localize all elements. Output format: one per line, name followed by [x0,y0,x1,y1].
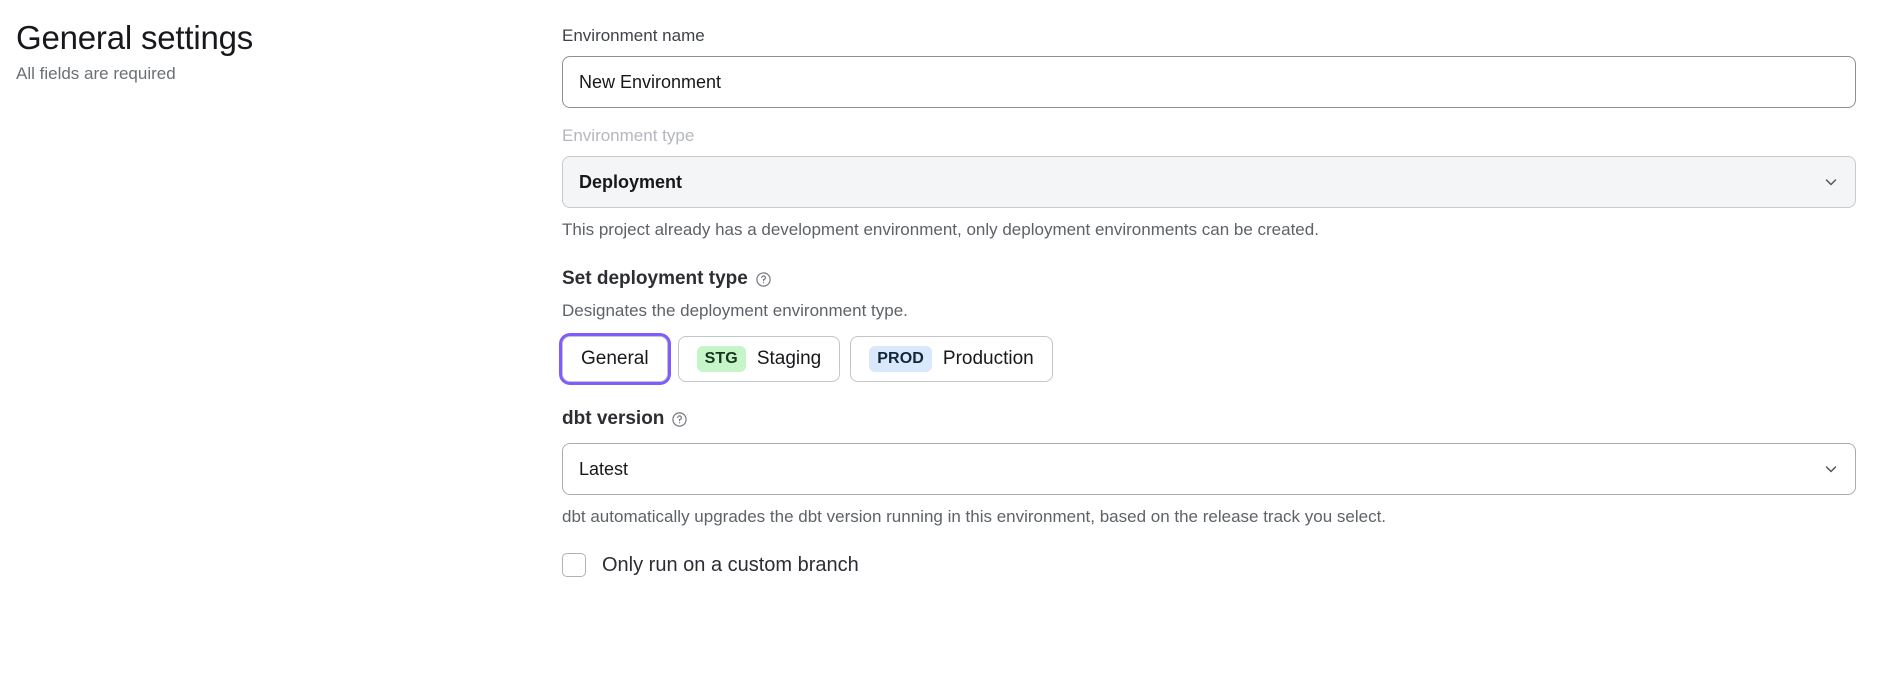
chevron-down-icon [1823,461,1839,477]
staging-badge: STG [696,346,746,372]
deployment-type-heading: Set deployment type [562,266,1856,292]
environment-type-field-group: Environment type Deployment This project… [562,124,1856,242]
environment-type-helper-text: This project already has a development e… [562,220,1319,239]
production-badge: PROD [869,346,932,372]
custom-branch-label: Only run on a custom branch [602,553,859,576]
chevron-down-icon [1823,174,1839,190]
environment-type-select[interactable]: Deployment [562,156,1856,208]
help-circle-icon[interactable] [671,411,688,428]
environment-name-input[interactable] [562,56,1856,108]
deployment-type-button-group: General STG Staging PROD Production [562,336,1856,382]
dbt-version-value: Latest [579,458,629,479]
help-circle-icon[interactable] [755,271,772,288]
dbt-version-helper-text: dbt automatically upgrades the dbt versi… [562,507,1387,526]
environment-name-field-group: Environment name [562,24,1856,108]
settings-form-column: Environment name Environment type Deploy… [562,24,1856,577]
environment-type-label: Environment type [562,126,695,145]
custom-branch-checkbox-row[interactable]: Only run on a custom branch [562,553,1856,577]
page-title: General settings [16,19,254,56]
dbt-version-heading-label: dbt version [562,408,665,429]
deployment-type-option-staging-label: Staging [756,348,822,369]
environment-name-label: Environment name [562,26,705,45]
deployment-type-group: Set deployment type Designates the deplo… [562,266,1856,382]
page-subtitle: All fields are required [16,64,176,83]
dbt-version-heading: dbt version [562,406,1856,432]
deployment-type-option-general[interactable]: General [562,336,668,382]
deployment-type-option-general-label: General [581,348,649,369]
deployment-type-option-staging[interactable]: STG Staging [677,336,841,382]
environment-type-value: Deployment [579,171,683,192]
custom-branch-checkbox[interactable] [562,553,586,577]
dbt-version-group: dbt version Latest dbt automatically upg… [562,406,1856,529]
deployment-type-option-production-label: Production [942,348,1034,369]
deployment-type-heading-label: Set deployment type [562,268,748,289]
deployment-type-option-production[interactable]: PROD Production [850,336,1053,382]
settings-intro-column: General settings All fields are required [16,18,516,86]
deployment-type-description: Designates the deployment environment ty… [562,301,908,320]
dbt-version-select[interactable]: Latest [562,443,1856,495]
